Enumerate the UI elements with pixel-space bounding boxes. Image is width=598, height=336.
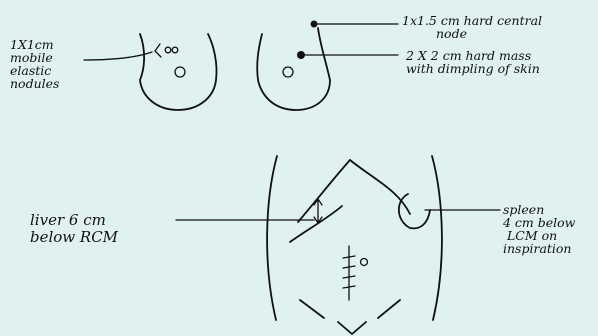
right-inguinal-line (377, 299, 401, 319)
right-nipple (282, 66, 294, 78)
label-line: mobile (10, 50, 53, 65)
left-costal-margin (349, 159, 411, 215)
label-line: 1X1cm (10, 37, 54, 52)
label-line: with dimpling of skin (406, 61, 540, 76)
label-line: nodules (10, 76, 60, 91)
label-line: node (436, 26, 467, 41)
left-flank-outline (266, 155, 278, 321)
label-line: liver 6 cm (30, 211, 106, 229)
left-breast-label: 1X1cm mobile elastic nodules (10, 38, 59, 90)
right-breast-outline (256, 27, 331, 111)
central-node-label: 1x1.5 cm hard central node (402, 14, 542, 40)
umbilicus (359, 257, 369, 267)
label-line: LCM on (507, 228, 558, 243)
left-nodule-2 (171, 46, 179, 54)
label-line: inspiration (503, 241, 572, 256)
spleen-outline (397, 193, 431, 230)
liver-edge (289, 205, 343, 243)
abdomen-diagram (175, 155, 501, 335)
left-nipple (174, 66, 186, 78)
label-line: elastic (10, 63, 52, 78)
liver-span-arrow (313, 197, 323, 225)
breast-diagram (83, 20, 399, 111)
scar-sutures (342, 255, 356, 289)
left-breast-outline (139, 33, 218, 111)
label-line: spleen (503, 202, 545, 217)
label-line: 2 X 2 cm hard mass (406, 48, 532, 63)
label-line: 1x1.5 cm hard central (402, 13, 543, 28)
label-line: below RCM (30, 228, 119, 246)
left-nodule-pointer (154, 43, 162, 58)
left-leader-line (83, 51, 153, 61)
left-nodule-1 (164, 46, 172, 54)
spleen-label: spleen 4 cm below LCM on inspiration (503, 203, 575, 255)
label-line: 4 cm below (503, 215, 576, 230)
left-inguinal-line (299, 299, 325, 319)
hard-mass-label: 2 X 2 cm hard mass with dimpling of skin (406, 49, 540, 75)
liver-label: liver 6 cm below RCM (30, 212, 118, 246)
right-costal-margin (297, 159, 351, 223)
pubic-outline (337, 321, 367, 335)
right-flank-outline (431, 155, 443, 321)
